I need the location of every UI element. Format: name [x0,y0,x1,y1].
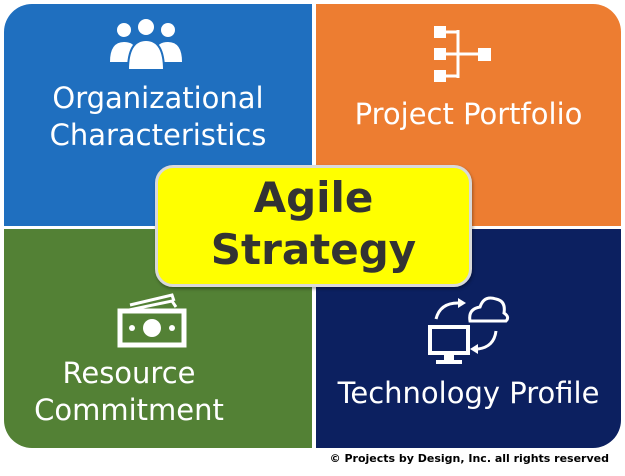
quadrant-label: Technology Profile [337,376,600,410]
cloud-sync-icon [424,291,510,371]
group-icon [106,18,186,76]
hierarchy-icon [432,24,498,84]
copyright-notice: © Projects by Design, Inc. all rights re… [329,452,609,465]
center-title: Agile Strategy [210,173,417,274]
agile-strategy-box: Agile Strategy [155,165,472,287]
quadrant-label: Project Portfolio [354,97,583,131]
money-stack-icon [116,291,190,349]
quadrant-label: Resource Commitment [34,356,224,427]
quadrant-label: Organizational Characteristics [49,81,267,152]
